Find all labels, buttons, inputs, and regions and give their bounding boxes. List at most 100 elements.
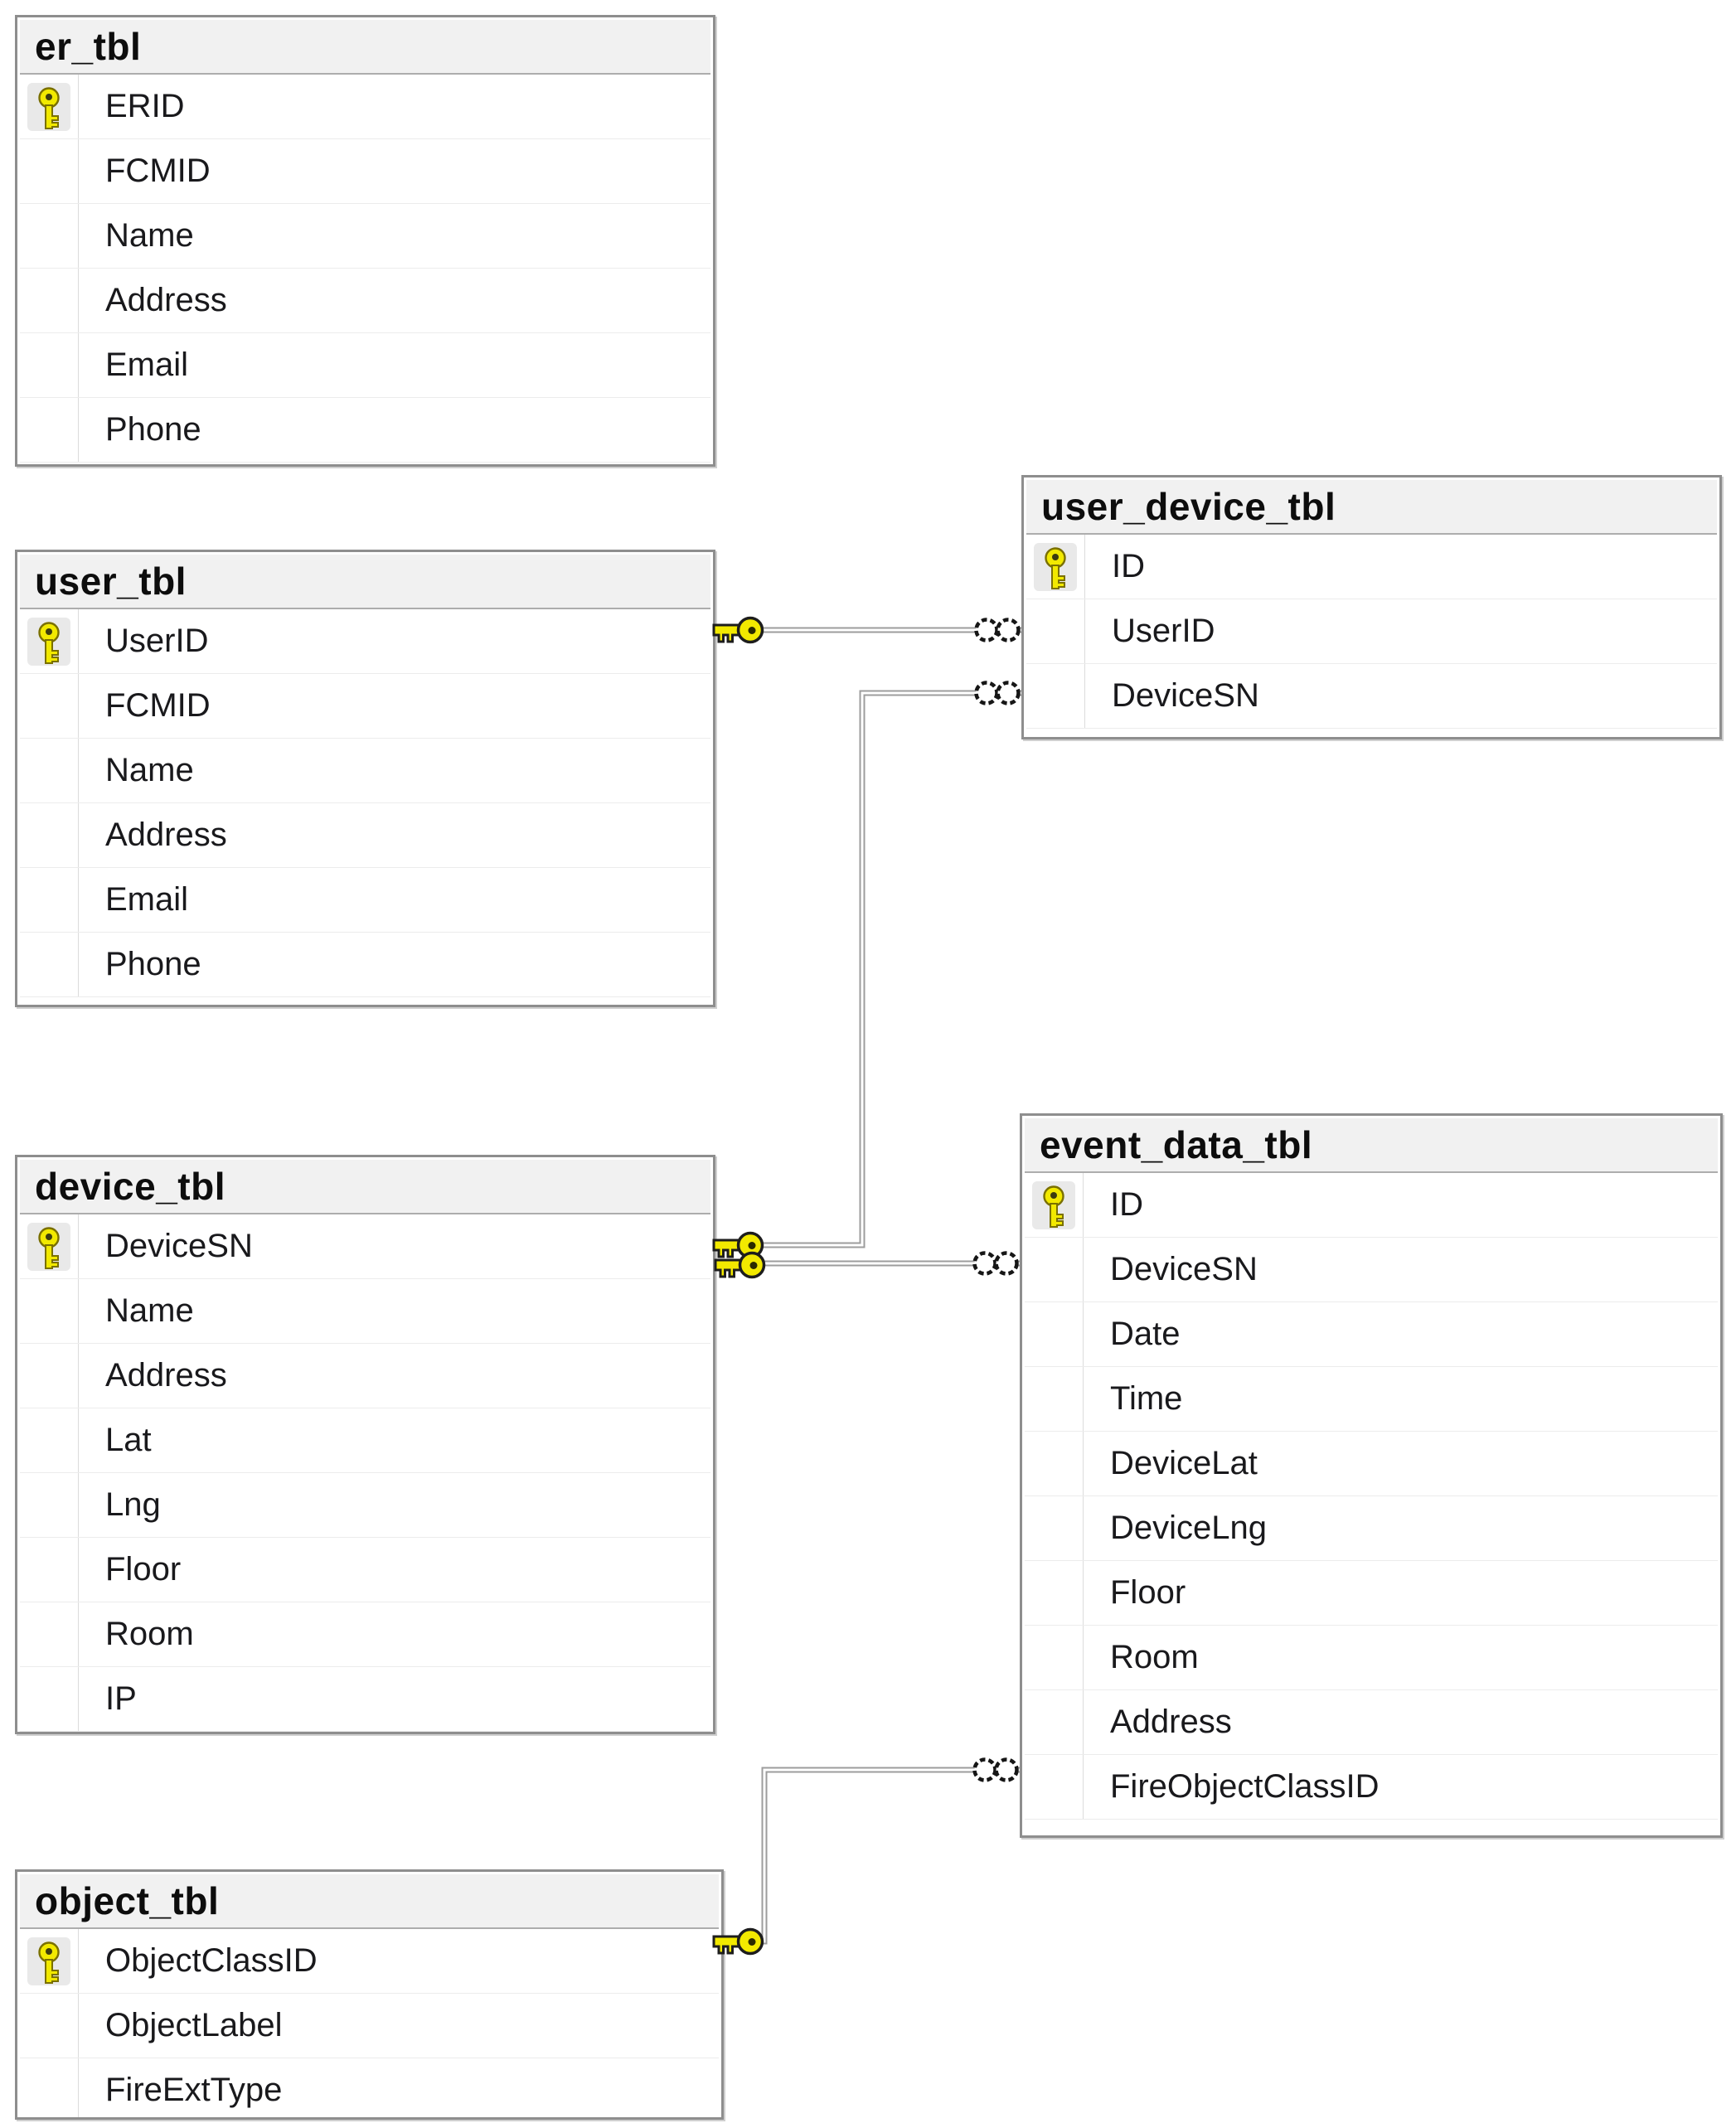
field-row-Email[interactable]: Email xyxy=(20,868,710,933)
field-row-FCMID[interactable]: FCMID xyxy=(20,674,710,739)
field-label: UserID xyxy=(105,623,209,659)
empty-key-cell xyxy=(1025,1755,1084,1819)
field-label: DeviceSN xyxy=(1112,677,1259,714)
field-label: ERID xyxy=(105,88,185,124)
table-title: er_tbl xyxy=(35,25,142,68)
field-row-Name[interactable]: Name xyxy=(20,204,710,269)
table-header-event_data_tbl[interactable]: event_data_tbl xyxy=(1025,1118,1718,1173)
field-row-Address[interactable]: Address xyxy=(20,269,710,333)
field-row-UserID[interactable]: UserID xyxy=(20,609,710,674)
field-row-Address[interactable]: Address xyxy=(1025,1690,1718,1755)
field-row-Address[interactable]: Address xyxy=(20,1344,710,1408)
table-header-user_device_tbl[interactable]: user_device_tbl xyxy=(1026,480,1717,535)
field-row-DeviceSN[interactable]: DeviceSN xyxy=(20,1214,710,1279)
field-label: Address xyxy=(105,282,227,318)
field-label: Name xyxy=(105,217,194,254)
primary-key-icon xyxy=(27,617,70,666)
primary-key-icon xyxy=(27,82,70,131)
field-row-Email[interactable]: Email xyxy=(20,333,710,398)
field-row-Floor[interactable]: Floor xyxy=(20,1538,710,1602)
field-row-DeviceLng[interactable]: DeviceLng xyxy=(1025,1496,1718,1561)
empty-key-cell xyxy=(20,1344,79,1408)
field-row-Name[interactable]: Name xyxy=(20,1279,710,1344)
table-header-object_tbl[interactable]: object_tbl xyxy=(20,1874,719,1929)
field-row-FireObjectClassID[interactable]: FireObjectClassID xyxy=(1025,1755,1718,1820)
field-row-Date[interactable]: Date xyxy=(1025,1302,1718,1367)
table-title: user_tbl xyxy=(35,560,187,603)
field-label: Lng xyxy=(105,1486,161,1523)
empty-key-cell xyxy=(20,1667,79,1731)
empty-key-cell xyxy=(20,1994,79,2058)
empty-key-cell xyxy=(20,2058,79,2117)
empty-key-cell xyxy=(1025,1690,1084,1754)
field-row-DeviceSN[interactable]: DeviceSN xyxy=(1026,664,1717,729)
field-row-Time[interactable]: Time xyxy=(1025,1367,1718,1432)
relationship-line-object_tbl-event_data_tbl[interactable] xyxy=(722,1767,1020,1945)
table-title: object_tbl xyxy=(35,1879,220,1922)
empty-key-cell xyxy=(1025,1238,1084,1302)
field-label: Phone xyxy=(105,946,201,982)
empty-key-cell xyxy=(1025,1432,1084,1495)
primary-key-icon xyxy=(27,1937,70,1985)
field-row-FireExtType[interactable]: FireExtType xyxy=(20,2058,719,2117)
table-header-user_tbl[interactable]: user_tbl xyxy=(20,555,710,609)
field-row-ERID[interactable]: ERID xyxy=(20,75,710,139)
field-row-DeviceSN[interactable]: DeviceSN xyxy=(1025,1238,1718,1302)
primary-key-cell xyxy=(20,1929,79,1993)
field-row-Room[interactable]: Room xyxy=(20,1602,710,1667)
field-label: DeviceSN xyxy=(105,1228,253,1264)
field-row-ObjectClassID[interactable]: ObjectClassID xyxy=(20,1929,719,1994)
field-row-Room[interactable]: Room xyxy=(1025,1626,1718,1690)
field-label: Room xyxy=(105,1616,194,1652)
primary-key-cell xyxy=(1026,535,1085,599)
field-row-FCMID[interactable]: FCMID xyxy=(20,139,710,204)
field-label: FCMID xyxy=(105,687,211,724)
primary-key-cell xyxy=(20,609,79,673)
empty-key-cell xyxy=(20,803,79,867)
field-row-UserID[interactable]: UserID xyxy=(1026,599,1717,664)
table-header-er_tbl[interactable]: er_tbl xyxy=(20,20,710,75)
empty-key-cell xyxy=(20,398,79,462)
field-row-Address[interactable]: Address xyxy=(20,803,710,868)
relationship-line-core xyxy=(715,691,1021,1247)
field-row-ID[interactable]: ID xyxy=(1026,535,1717,599)
table-title: user_device_tbl xyxy=(1041,485,1336,528)
field-label: FireObjectClassID xyxy=(1110,1768,1380,1805)
field-label: Name xyxy=(105,1292,194,1329)
empty-key-cell xyxy=(20,139,79,203)
empty-key-cell xyxy=(20,1408,79,1472)
empty-key-cell xyxy=(20,333,79,397)
table-header-device_tbl[interactable]: device_tbl xyxy=(20,1160,710,1214)
field-row-ID[interactable]: ID xyxy=(1025,1173,1718,1238)
field-row-Lat[interactable]: Lat xyxy=(20,1408,710,1473)
field-label: ObjectClassID xyxy=(105,1942,318,1979)
field-row-Phone[interactable]: Phone xyxy=(20,398,710,463)
field-row-DeviceLat[interactable]: DeviceLat xyxy=(1025,1432,1718,1496)
empty-key-cell xyxy=(1025,1561,1084,1625)
primary-key-icon xyxy=(27,1222,70,1271)
primary-key-icon xyxy=(1032,1180,1075,1229)
empty-key-cell xyxy=(1026,664,1085,728)
empty-key-cell xyxy=(1025,1367,1084,1431)
primary-key-cell xyxy=(1025,1173,1084,1237)
empty-key-cell xyxy=(20,868,79,932)
field-row-Floor[interactable]: Floor xyxy=(1025,1561,1718,1626)
empty-key-cell xyxy=(20,1279,79,1343)
field-row-Lng[interactable]: Lng xyxy=(20,1473,710,1538)
relationship-line-device_tbl-user_device_tbl[interactable] xyxy=(715,690,1021,1248)
primary-key-cell xyxy=(20,75,79,138)
field-row-Name[interactable]: Name xyxy=(20,739,710,803)
field-row-IP[interactable]: IP xyxy=(20,1667,710,1732)
field-row-ObjectLabel[interactable]: ObjectLabel xyxy=(20,1994,719,2058)
field-label: Phone xyxy=(105,411,201,448)
field-label: Address xyxy=(105,817,227,853)
field-row-Phone[interactable]: Phone xyxy=(20,933,710,997)
field-label: Address xyxy=(105,1357,227,1394)
